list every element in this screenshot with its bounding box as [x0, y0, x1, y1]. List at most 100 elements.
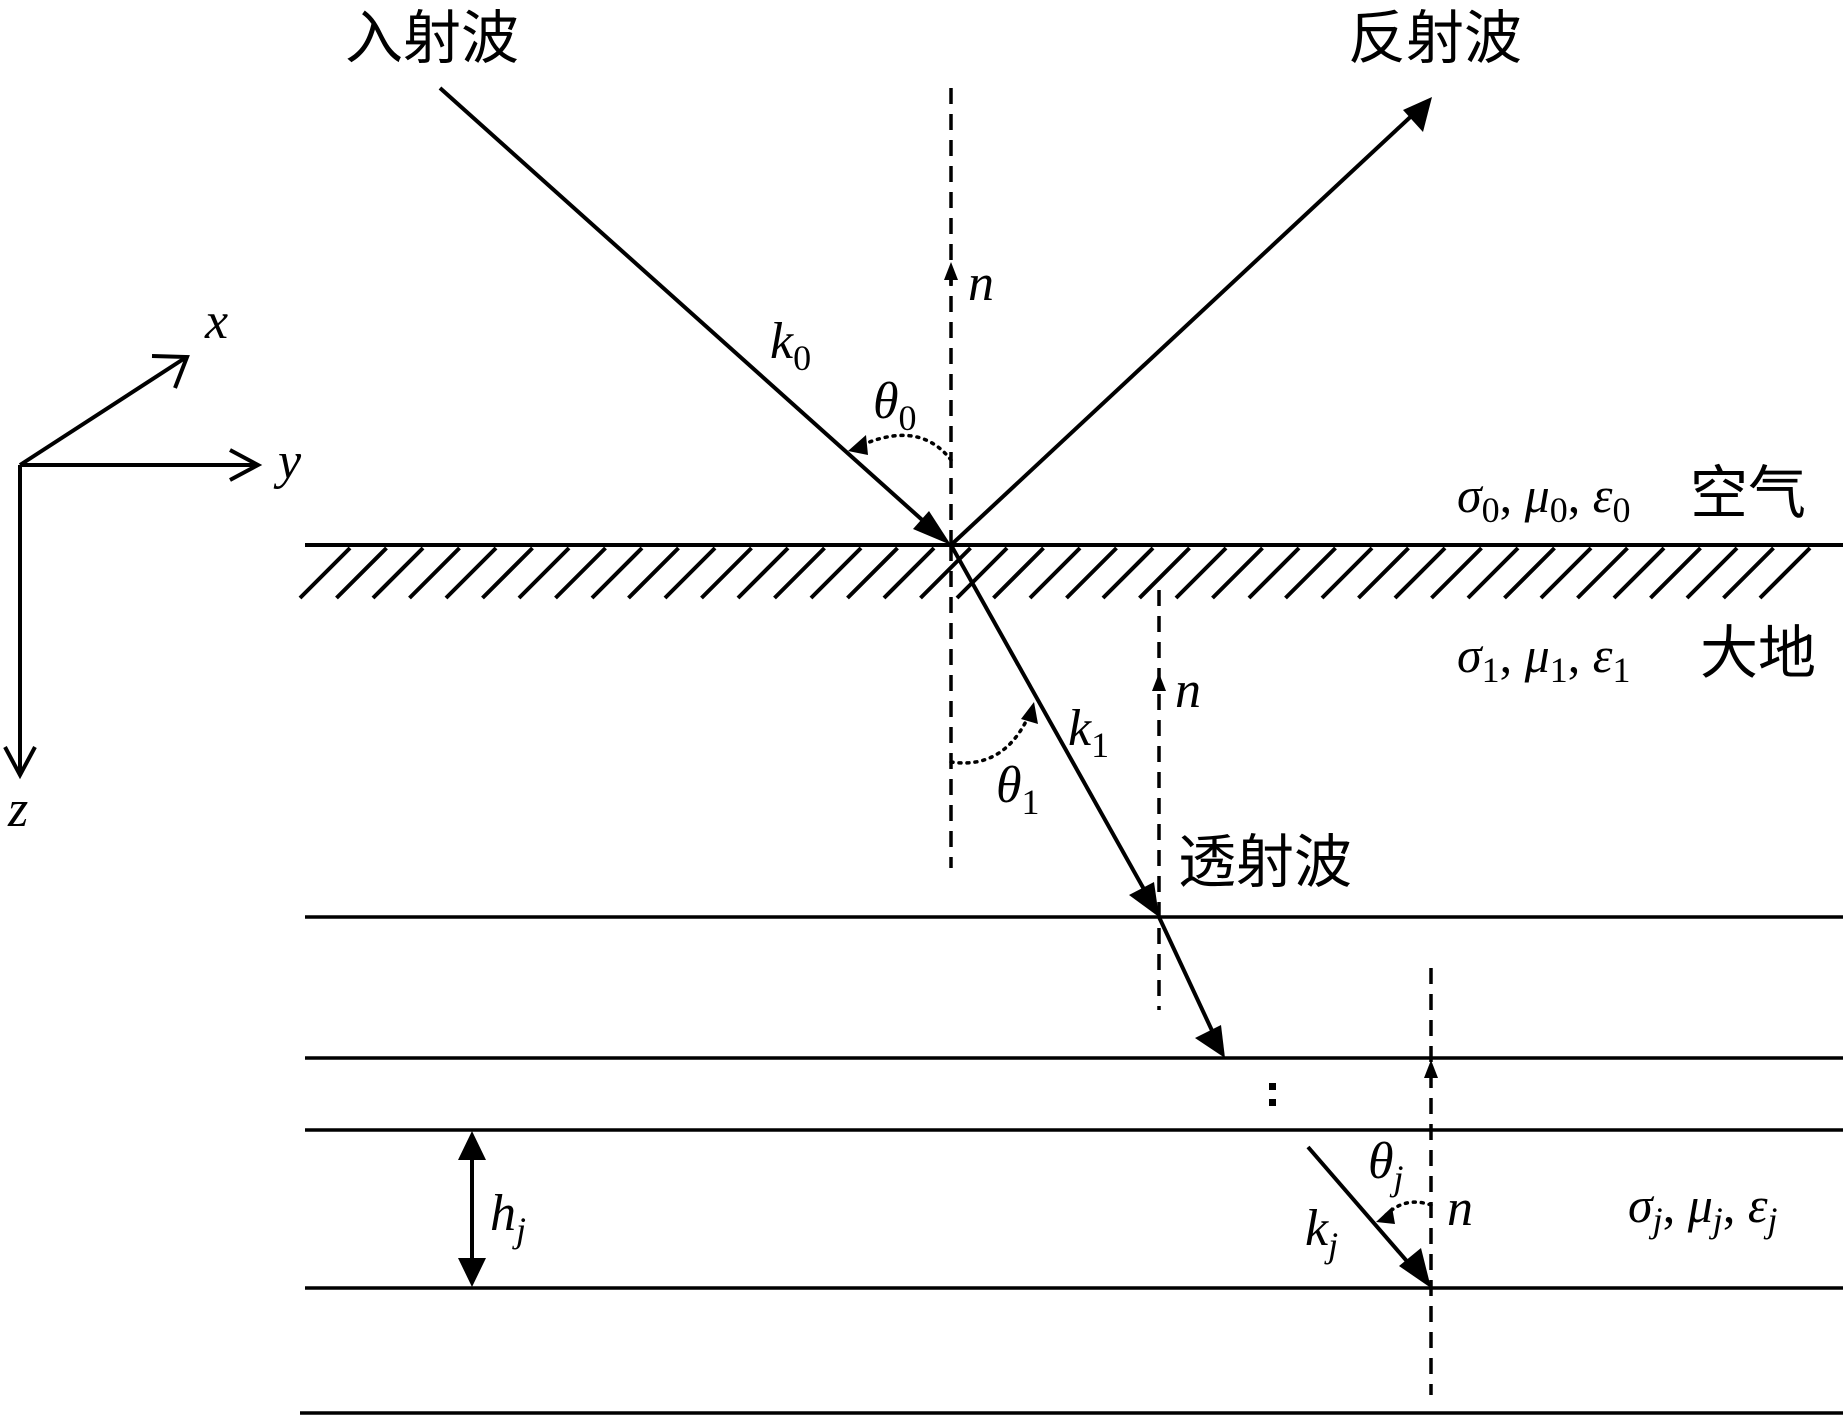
transmitted-wave-ray [949, 544, 1225, 1058]
thickness-arrowhead-top [458, 1131, 486, 1160]
hatch-mark [1247, 546, 1301, 600]
hatch-mark [1101, 546, 1155, 600]
hatch-mark [882, 546, 936, 600]
hatch-mark [1539, 546, 1593, 600]
theta0-label: θ0 [873, 373, 917, 438]
hatch-mark [371, 546, 425, 600]
hatch-mark [1612, 546, 1666, 600]
hatch-mark [1649, 546, 1702, 600]
thetaj-arc-arrowhead [1376, 1207, 1395, 1224]
z-axis-label: z [7, 781, 28, 838]
z-axis-arrowhead [3, 746, 37, 780]
transmitted-ray-arrowhead-2 [1195, 1025, 1225, 1058]
hatch-mark [1466, 546, 1520, 600]
layer-j-ray [1306, 1145, 1431, 1288]
hatch-mark [1685, 546, 1739, 600]
hatch-mark [590, 546, 644, 600]
coordinate-axes: x y z [3, 293, 302, 838]
reflected-wave-label: 反射波 [1348, 4, 1522, 72]
transmitted-ray-line-2 [1157, 916, 1217, 1038]
hatch-mark [663, 546, 717, 600]
hatch-mark [809, 546, 863, 600]
incident-ray-line [438, 86, 941, 537]
theta0-arc [860, 433, 953, 462]
normal-label-layer-j: n [1447, 1180, 1473, 1237]
hatch-mark [554, 546, 607, 600]
ground-hatching [298, 546, 1812, 600]
k1-label: k1 [1068, 700, 1109, 765]
hatch-mark [335, 546, 388, 600]
layer-j-ray-arrowhead [1399, 1248, 1431, 1288]
transmitted-ray-arrowhead [1129, 882, 1159, 917]
hatch-mark [1320, 546, 1374, 600]
theta0-arc-arrowhead [848, 435, 868, 455]
hatch-mark [1174, 546, 1228, 600]
ellipsis-dot-top [1269, 1083, 1276, 1090]
hatch-mark [1138, 546, 1191, 600]
thickness-arrowhead-bottom [458, 1258, 486, 1287]
hatch-mark [517, 546, 571, 600]
hatch-mark [444, 546, 498, 600]
normal-arrow-layer-j-head [1424, 1060, 1438, 1078]
hatch-mark [1028, 546, 1082, 600]
hatch-mark [298, 546, 352, 600]
y-axis-label: y [273, 433, 302, 490]
theta1-arc [949, 711, 1032, 765]
hatch-mark [1430, 546, 1483, 600]
layer-boundaries [300, 915, 1843, 1415]
layer-ellipsis [1269, 1083, 1276, 1106]
normal-label-top: n [968, 255, 994, 312]
hatch-mark [1393, 546, 1447, 600]
hatch-mark [1211, 546, 1264, 600]
surface-normals [944, 88, 1438, 1395]
thetaj-arc [1384, 1200, 1433, 1217]
hatch-mark [1357, 546, 1410, 600]
kj-label: kj [1305, 1200, 1338, 1265]
reflected-ray-line [949, 106, 1422, 547]
hatch-mark [1503, 546, 1556, 600]
reflected-wave-ray [949, 97, 1432, 547]
hatch-mark [408, 546, 461, 600]
hatch-mark [736, 546, 790, 600]
incident-ray-arrowhead [913, 511, 951, 545]
ellipsis-dot-bottom [1269, 1099, 1276, 1106]
hatch-mark [1722, 546, 1775, 600]
theta1-label: θ1 [996, 757, 1040, 822]
hatch-mark [992, 546, 1045, 600]
transmitted-wave-label: 透射波 [1178, 828, 1352, 896]
ground-medium-name: 大地 [1700, 619, 1816, 687]
hatch-mark [773, 546, 826, 600]
hatch-mark [1576, 546, 1629, 600]
air-medium-name: 空气 [1690, 459, 1806, 527]
normal-arrow-layer1-head [1152, 673, 1166, 691]
normal-arrow-top-head [944, 262, 958, 280]
hatch-mark [846, 546, 899, 600]
hj-label: hj [490, 1185, 526, 1250]
layer-thickness-indicator [458, 1131, 486, 1287]
normal-label-layer1: n [1175, 662, 1201, 719]
theta1-arc-arrowhead [1021, 702, 1038, 724]
hatch-mark [700, 546, 753, 600]
incident-wave-label: 入射波 [345, 4, 519, 72]
hatch-mark [627, 546, 680, 600]
hatch-mark [1065, 546, 1118, 600]
angle-arcs [848, 433, 1433, 1224]
hatch-mark [481, 546, 534, 600]
hatch-mark [1284, 546, 1337, 600]
layer-j-ray-line [1306, 1145, 1420, 1276]
layer-j-medium-params: σj, μj, εj [1628, 1177, 1778, 1240]
air-medium-params: σ0, μ0, ε0 [1457, 467, 1630, 530]
air-ground-interface [298, 543, 1843, 600]
ground-medium-params: σ1, μ1, ε1 [1457, 627, 1630, 690]
y-axis-arrowhead [229, 448, 263, 482]
x-axis-arrowhead [151, 354, 190, 389]
thetaj-label: θj [1368, 1133, 1404, 1198]
k0-label: k0 [770, 313, 811, 378]
x-axis-line [18, 356, 187, 467]
hatch-mark [1758, 546, 1812, 600]
reflected-ray-arrowhead [1403, 97, 1432, 132]
x-axis-label: x [204, 293, 228, 350]
transmitted-ray-line [949, 544, 1152, 901]
incident-wave-ray [438, 86, 951, 545]
